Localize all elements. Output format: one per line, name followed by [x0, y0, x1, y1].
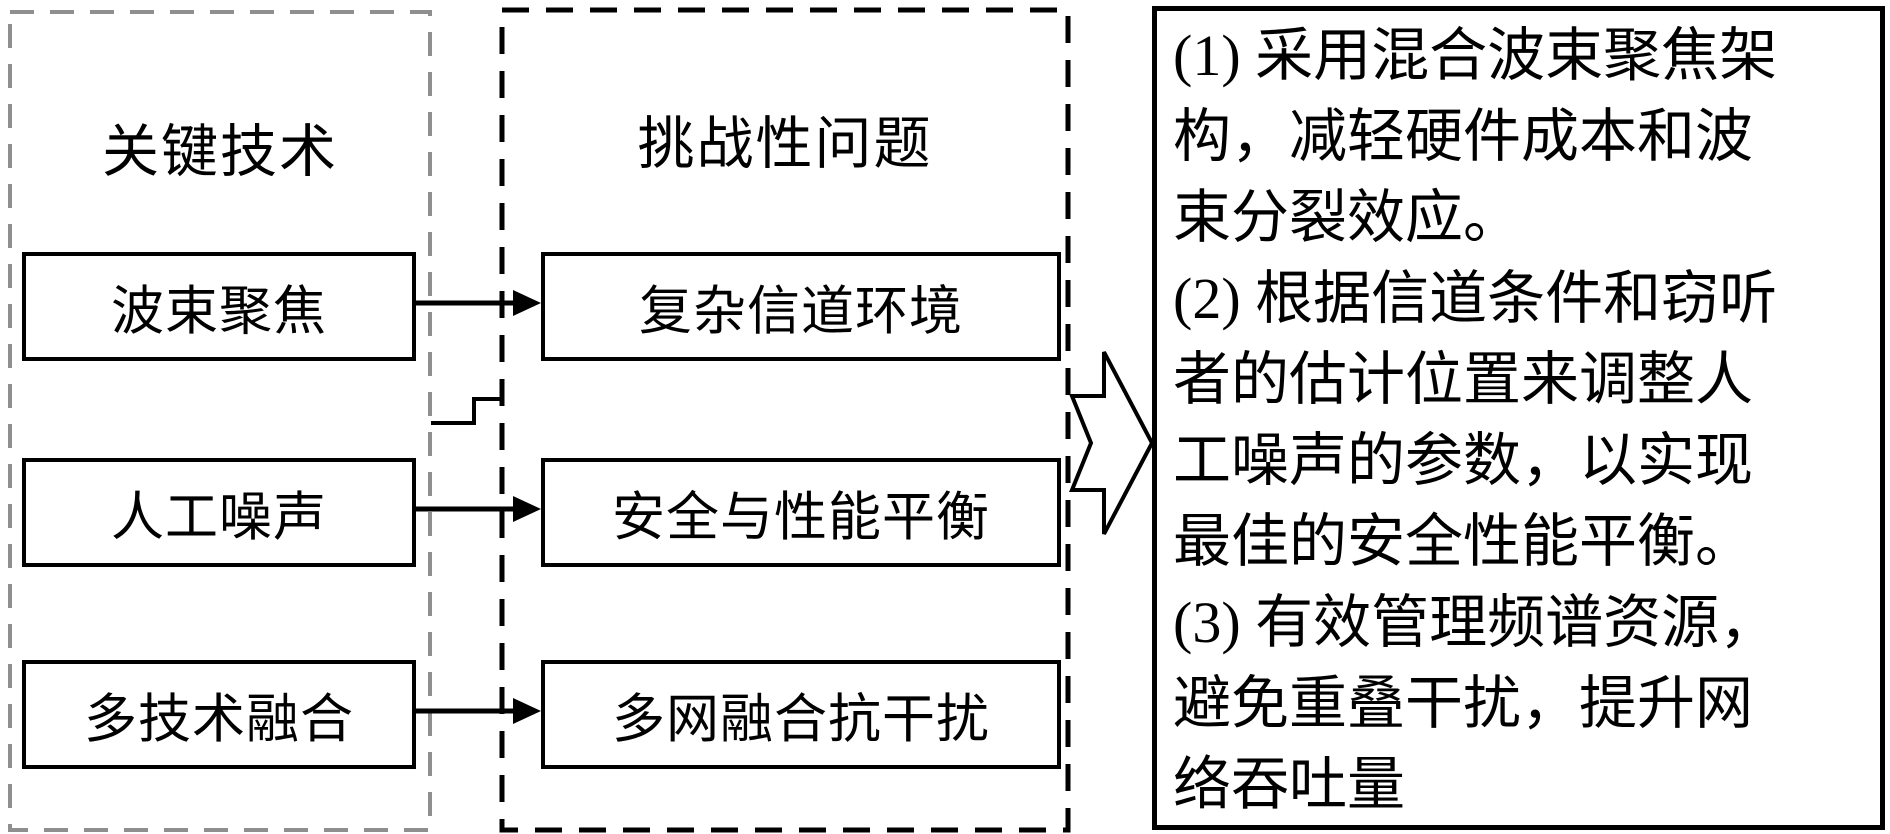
summary-line-7: 最佳的安全性能平衡。 — [1173, 509, 1754, 574]
node-multi-tech-fusion: 多技术融合 — [22, 660, 416, 769]
summary-line-2: 构，减轻硬件成本和波 — [1173, 104, 1754, 169]
summary-line-6: 工噪声的参数，以实现 — [1173, 428, 1754, 493]
summary-line-5: 者的估计位置来调整人 — [1173, 347, 1754, 412]
summary-line-9: 避免重叠干扰，提升网 — [1173, 671, 1754, 736]
challenge-title: 挑战性问题 — [637, 113, 933, 176]
summary-line-4: (2) 根据信道条件和窃听 — [1173, 266, 1778, 331]
arrow-beam-to-channel — [410, 290, 541, 316]
key-tech-title: 关键技术 — [102, 121, 338, 184]
summary-line-8: (3) 有效管理频谱资源， — [1173, 590, 1778, 655]
arrow-noise-to-balance — [410, 496, 541, 522]
big-right-arrow — [1069, 351, 1155, 535]
challenge-panel-border — [499, 7, 1071, 833]
summary-line-1: (1) 采用混合波束聚焦架 — [1173, 23, 1778, 88]
panel-connector-line — [431, 397, 502, 425]
node-complex-channel: 复杂信道环境 — [541, 252, 1061, 361]
node-artificial-noise: 人工噪声 — [22, 458, 416, 567]
summary-box: (1) 采用混合波束聚焦架 构，减轻硬件成本和波 束分裂效应。 (2) 根据信道… — [1152, 6, 1885, 830]
key-tech-panel-border — [8, 10, 432, 832]
node-multi-network-anti-interference: 多网融合抗干扰 — [541, 660, 1061, 769]
summary-line-3: 束分裂效应。 — [1173, 185, 1522, 250]
node-security-performance-balance: 安全与性能平衡 — [541, 458, 1061, 567]
node-beam-focusing: 波束聚焦 — [22, 252, 416, 361]
summary-line-10: 络吞吐量 — [1173, 752, 1406, 817]
arrow-fusion-to-antijam — [410, 698, 541, 724]
